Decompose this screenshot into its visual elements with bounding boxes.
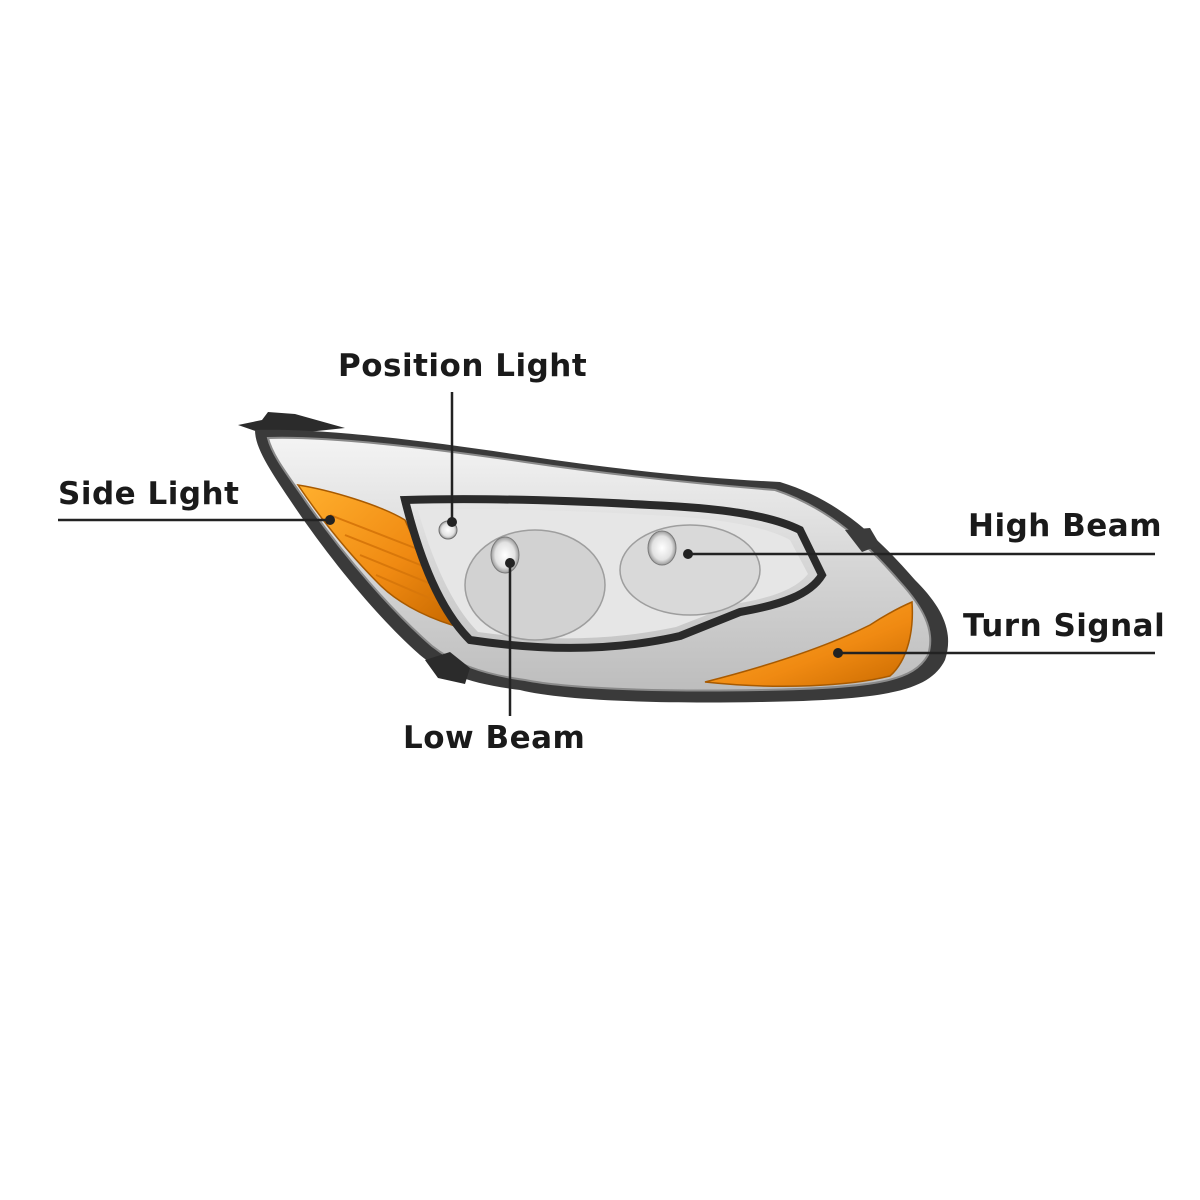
headlight-assembly	[238, 412, 949, 703]
high-beam-dot	[683, 549, 693, 559]
lower-mount	[425, 652, 470, 684]
leader-dots	[325, 515, 843, 658]
side-light-ridges	[329, 514, 444, 605]
leader-lines	[58, 392, 1155, 716]
turn-signal-label: Turn Signal	[963, 608, 1166, 644]
side-light-dot	[325, 515, 335, 525]
high-beam-reflector	[619, 524, 761, 616]
position-light-label: Position Light	[338, 348, 588, 384]
low-beam-label: Low Beam	[403, 720, 586, 756]
position-light-dot	[447, 517, 457, 527]
turn-signal-lens	[704, 600, 914, 688]
low-beam-dot	[505, 558, 515, 568]
turn-signal-dot	[833, 648, 843, 658]
high-beam-bulb	[647, 530, 677, 566]
low-beam-reflector	[464, 529, 606, 641]
right-connector	[845, 528, 880, 552]
high-beam-label: High Beam	[968, 508, 1162, 544]
side-light-lens	[296, 483, 454, 627]
side-light-label: Side Light	[58, 476, 240, 512]
low-beam-bulb	[490, 536, 520, 574]
inner-bezel	[399, 495, 827, 652]
